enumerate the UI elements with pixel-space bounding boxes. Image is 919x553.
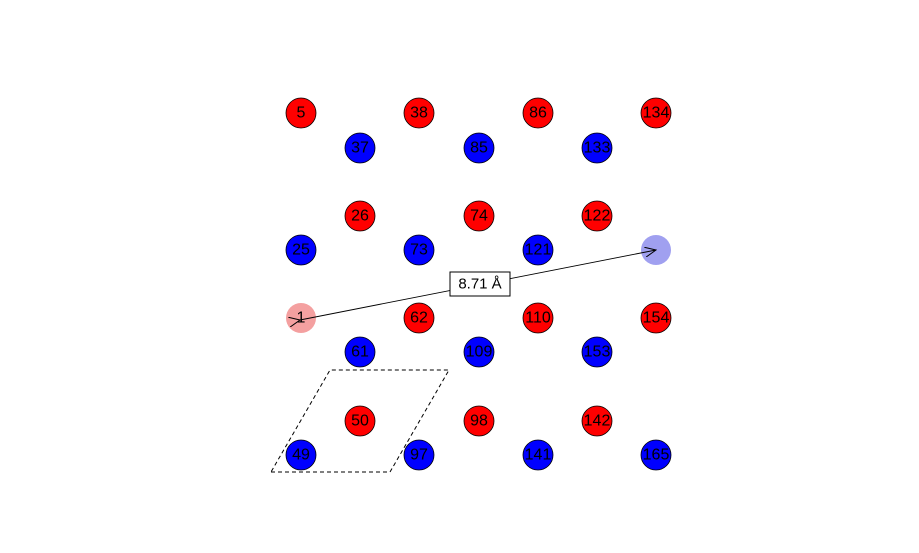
atom[interactable]: 153	[581, 336, 613, 368]
atom-circle[interactable]	[581, 336, 613, 368]
atom[interactable]: 98	[463, 405, 495, 437]
atom-label: 62	[410, 310, 428, 327]
atom-circle[interactable]	[640, 439, 672, 471]
atom-circle[interactable]	[463, 336, 495, 368]
atom[interactable]: 110	[522, 302, 554, 334]
atom[interactable]: 62	[403, 302, 435, 334]
atom[interactable]: 50	[344, 405, 376, 437]
atom-label: 61	[351, 344, 369, 361]
atom[interactable]: 121	[522, 234, 554, 266]
atom[interactable]: 74	[463, 200, 495, 232]
atom-circle[interactable]	[285, 439, 317, 471]
atom[interactable]: 134	[640, 97, 672, 129]
atom-label: 110	[525, 310, 551, 327]
atom-label: 153	[584, 344, 611, 361]
atom-circle[interactable]	[463, 405, 495, 437]
atom-label: 154	[643, 310, 670, 327]
atom-label: 97	[410, 447, 428, 464]
atom-circle[interactable]	[403, 97, 435, 129]
atom[interactable]: 154	[640, 302, 672, 334]
atom-label: 49	[292, 447, 310, 464]
atom-label: 121	[525, 242, 552, 259]
atom-label: 25	[292, 242, 310, 259]
atom[interactable]: 133	[581, 132, 613, 164]
distance-label-box	[449, 271, 511, 297]
atom[interactable]: 122	[581, 200, 613, 232]
atom-label: 37	[351, 140, 369, 157]
atom-label: 5	[297, 105, 306, 122]
atom-label: 50	[351, 413, 369, 430]
atom[interactable]: 37	[344, 132, 376, 164]
atom-label: 26	[351, 208, 369, 225]
atom-circle[interactable]	[522, 439, 554, 471]
atom-label: 38	[410, 105, 428, 122]
atom-label: 141	[525, 447, 552, 464]
distance-measurement: 8.71 Å	[300, 250, 656, 320]
atom-label: 134	[643, 105, 670, 122]
atom-circle[interactable]	[344, 405, 376, 437]
atom-circle[interactable]	[463, 200, 495, 232]
atom[interactable]: 141	[522, 439, 554, 471]
atom-label: 142	[584, 413, 611, 430]
atom-circle[interactable]	[640, 97, 672, 129]
atom-label: 98	[470, 413, 488, 430]
atom-label: 85	[470, 140, 488, 157]
atom-label: 122	[584, 208, 611, 225]
atom[interactable]: 109	[463, 336, 495, 368]
atom-circle[interactable]	[581, 405, 613, 437]
atom[interactable]: 25	[285, 234, 317, 266]
atom-label: 74	[470, 208, 488, 225]
atom-circle[interactable]	[344, 132, 376, 164]
atom-circle[interactable]	[344, 336, 376, 368]
atom-label: 73	[410, 242, 428, 259]
distance-label: 8.71 Å	[458, 276, 501, 293]
atom-circle[interactable]	[581, 200, 613, 232]
atom-circle[interactable]	[403, 439, 435, 471]
atom[interactable]: 26	[344, 200, 376, 232]
atom[interactable]: 85	[463, 132, 495, 164]
atom-circle[interactable]	[344, 200, 376, 232]
atom[interactable]: 73	[403, 234, 435, 266]
atom[interactable]: 86	[522, 97, 554, 129]
atom-circle[interactable]	[522, 97, 554, 129]
atom[interactable]: 165	[640, 439, 672, 471]
atom-label: 86	[529, 105, 547, 122]
atom-label: 133	[584, 140, 611, 157]
unit-cell-outline	[270, 369, 450, 473]
atom[interactable]: 38	[403, 97, 435, 129]
atom-label: 1	[297, 310, 306, 327]
atom[interactable]: 142	[581, 405, 613, 437]
atom-circle[interactable]	[581, 132, 613, 164]
atom-label: 165	[643, 447, 670, 464]
atom[interactable]: 97	[403, 439, 435, 471]
atom-label: 109	[466, 344, 493, 361]
atom-circle[interactable]	[463, 132, 495, 164]
atom[interactable]: 61	[344, 336, 376, 368]
atom-circle[interactable]	[285, 97, 317, 129]
atom[interactable]: 5	[285, 97, 317, 129]
atom[interactable]: 49	[285, 439, 317, 471]
